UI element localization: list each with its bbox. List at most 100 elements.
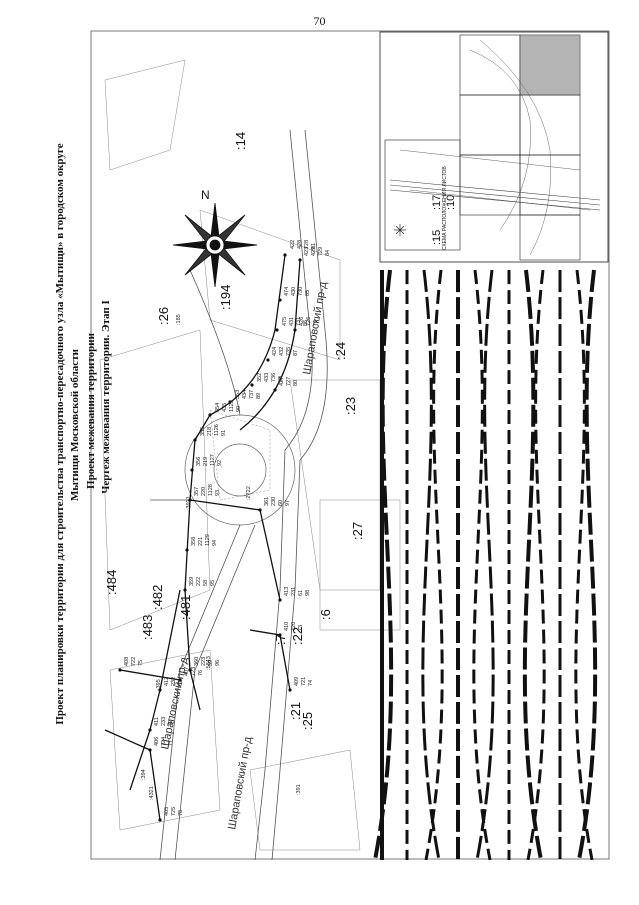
- road-edges: [150, 129, 328, 860]
- point-number: 356: [196, 457, 202, 466]
- point-number: 98: [305, 590, 311, 596]
- point-number: 431: [289, 317, 295, 326]
- point-number: 218: [207, 427, 213, 436]
- page-number: 70: [313, 14, 326, 28]
- point-number: 358: [191, 537, 197, 546]
- railway-track: [421, 269, 441, 860]
- point-number: 88: [278, 376, 284, 382]
- point-number: 72: [168, 720, 174, 726]
- point-number: 221: [198, 537, 204, 546]
- railway-tracks: [373, 269, 598, 860]
- point-number: 423: [304, 247, 310, 256]
- railway-track: [472, 269, 492, 860]
- point-number: 1127: [210, 454, 216, 466]
- railway-track: [522, 269, 543, 860]
- point-number: 77: [168, 740, 174, 746]
- roundabout-inner: [213, 443, 267, 497]
- point-number: 736: [271, 373, 277, 382]
- point-number-group: 4224234744754243523533543553563573583593…: [124, 240, 331, 816]
- point-number: 231: [291, 587, 297, 596]
- inset-label: :15: [431, 230, 443, 245]
- point-number: 412: [164, 677, 170, 686]
- point-number: 95: [210, 580, 216, 586]
- point-number: 360: [194, 657, 200, 666]
- point-number: 725: [171, 807, 177, 816]
- point-number: 735: [286, 347, 292, 356]
- point-number: 1128: [208, 484, 214, 496]
- point-number: 427: [279, 377, 285, 386]
- point-number: 85: [305, 290, 311, 296]
- point-number: 730: [298, 287, 304, 296]
- minor-label: :2722: [246, 486, 252, 500]
- parcel-outlines: [99, 59, 401, 851]
- point-number: 354: [215, 403, 221, 412]
- point-number: 79: [313, 320, 319, 326]
- inset-highlight: [520, 35, 580, 95]
- point-number: 357: [194, 487, 200, 496]
- point-number: 230: [271, 497, 277, 506]
- point-number: 92: [217, 460, 223, 466]
- point-number: 426: [299, 317, 305, 326]
- parcel-label: :27: [350, 522, 365, 540]
- sheet-layout-inset: СХЕМА РАСПОЛОЖЕНИЯ ЛИСТОВ :17 :10 :15: [379, 31, 609, 263]
- svg-text:N: N: [201, 188, 210, 202]
- point-number: 74: [308, 680, 314, 686]
- point-number: 87: [293, 350, 299, 356]
- point-number: 407: [184, 667, 190, 676]
- railway-track: [424, 269, 444, 860]
- point-number: 722: [131, 657, 137, 666]
- title-line-1: Проект планировки территории для строите…: [54, 143, 66, 725]
- point-number: 96: [215, 660, 221, 666]
- point-number: 220: [201, 487, 207, 496]
- parcel-label: :25: [300, 712, 315, 730]
- point-number: 433: [264, 373, 270, 382]
- parcel-label: :7: [273, 634, 288, 645]
- point-number: 721: [301, 677, 307, 686]
- parcel-label: :484: [104, 570, 119, 595]
- point-number: 475: [282, 317, 288, 326]
- minor-label: :391: [296, 784, 302, 795]
- point-number: 222: [196, 577, 202, 586]
- inset-north-icon: [394, 224, 406, 236]
- point-number: 731: [296, 317, 302, 326]
- point-number: 76: [198, 670, 204, 676]
- parcel-label: :481: [178, 595, 193, 620]
- railway-track: [574, 269, 594, 860]
- parcel-label: :194: [218, 285, 233, 310]
- point-number: 91: [221, 430, 227, 436]
- point-number: 232: [171, 677, 177, 686]
- parcel-label: :26: [156, 307, 171, 325]
- point-number: 405: [164, 807, 170, 816]
- point-number: 432: [279, 347, 285, 356]
- title-line-2: Мытищи Московской области: [69, 349, 81, 501]
- point-number: 1129: [205, 534, 211, 546]
- point-number: 59: [208, 660, 214, 666]
- point-number: 727: [286, 377, 292, 386]
- point-number: 78: [178, 810, 184, 816]
- point-number: 353: [235, 390, 241, 399]
- parcel-label: :23: [343, 397, 358, 415]
- point-number: 729: [318, 247, 324, 256]
- point-number: 58: [203, 580, 209, 586]
- point-number: 428: [297, 240, 303, 249]
- point-number: 406: [154, 737, 160, 746]
- point-number: 728: [304, 240, 310, 249]
- point-number: 233: [161, 717, 167, 726]
- boundary-points: [118, 253, 302, 822]
- point-number: 81: [311, 243, 317, 249]
- railway-track: [577, 269, 598, 860]
- point-number: 89: [256, 393, 262, 399]
- point-number: 75: [138, 660, 144, 666]
- point-number: 86: [303, 320, 309, 326]
- point-number: 97: [285, 500, 291, 506]
- street-label: Шараповский пр-д: [226, 735, 254, 830]
- minor-label: :5843: [206, 656, 212, 670]
- point-number: 1125: [229, 400, 235, 412]
- point-number: 80: [293, 380, 299, 386]
- point-number: 429: [311, 247, 317, 256]
- point-number: 434: [242, 390, 248, 399]
- parcel-label: :24: [333, 342, 348, 360]
- railway-track: [475, 269, 495, 860]
- parcel-label: :483: [140, 615, 155, 640]
- parcel-label: :22: [290, 627, 305, 645]
